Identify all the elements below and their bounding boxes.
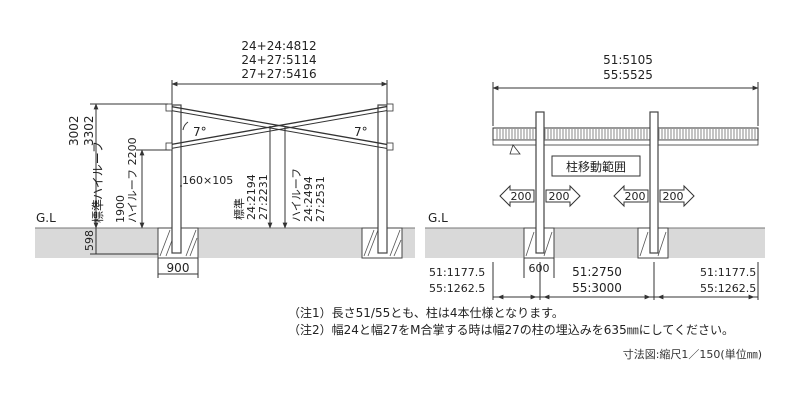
right-bottom-left-51: 51:1177.5 [429, 266, 485, 279]
notes-block: （注1）長さ51/55とも、柱は4本仕様となります。 （注2）幅24と幅27をM… [288, 305, 793, 339]
left-width-line-3: 27+27:5416 [241, 67, 316, 81]
post-height-std-label: 標準 [232, 198, 246, 220]
note-2: （注2）幅24と幅27をM合掌する時は幅27の柱の埋込みを635㎜にしてください… [288, 323, 734, 337]
range-arrow-2-label: 200 [549, 190, 570, 203]
left-embed-depth: 598 [83, 230, 96, 251]
left-post-section: 160×105 [182, 174, 233, 187]
right-roof-panel [492, 127, 759, 155]
left-view: 24+24:4812 24+27:5114 27+27:5416 3002 33… [35, 39, 415, 278]
scale-note: 寸法図:縮尺1／150(単位㎜) [622, 348, 762, 361]
left-post-right [377, 104, 388, 254]
left-foundation-width: 900 [167, 261, 190, 275]
post-height-high-24: 24:2494 [302, 176, 315, 222]
range-arrow-1-label: 200 [511, 190, 532, 203]
left-width-line-1: 24+24:4812 [241, 39, 316, 53]
left-height-3002: 3002 [67, 115, 81, 146]
range-arrow-4-label: 200 [663, 190, 684, 203]
left-gl-label: G.L [36, 211, 56, 225]
range-arrow-4: 200 [659, 184, 695, 208]
post-height-high-27: 27:2531 [314, 176, 327, 222]
right-post-right [649, 111, 659, 254]
left-width-line-2: 24+27:5114 [241, 53, 316, 67]
left-post-left [171, 104, 182, 254]
right-length-55: 55:5525 [603, 68, 653, 82]
post-range-label: 柱移動範囲 [566, 159, 626, 174]
left-angle-left: 7° [193, 125, 207, 139]
right-post-left [535, 111, 545, 254]
left-angle-right: 7° [354, 125, 368, 139]
right-bottom-left-55: 55:1262.5 [429, 282, 485, 295]
left-ground [35, 228, 415, 258]
note-1: （注1）長さ51/55とも、柱は4本仕様となります。 [288, 306, 564, 320]
left-clear-std-label: 標準 [90, 199, 105, 223]
right-bottom-right-55: 55:1262.5 [700, 282, 756, 295]
right-bottom-right-51: 51:1177.5 [700, 266, 756, 279]
right-length-51: 51:5105 [603, 53, 653, 67]
left-clear-1900: 1900 [114, 195, 127, 223]
post-range-box [551, 155, 641, 177]
left-clear-high-label: ハイルーフ [91, 141, 105, 200]
right-ground [425, 228, 765, 258]
right-foundation-width: 600 [529, 262, 550, 275]
right-gl-label: G.L [428, 211, 448, 225]
post-height-std-27: 27:2231 [257, 174, 270, 220]
left-clear-2200: ハイルーフ 2200 [126, 137, 139, 223]
post-height-high-label: ハイルーフ [290, 168, 303, 222]
range-arrow-3: 200 [613, 184, 649, 208]
post-height-std-24: 24:2194 [245, 174, 258, 220]
range-arrow-1: 200 [499, 184, 535, 208]
left-height-3302: 3302 [82, 115, 96, 146]
right-bottom-center-51: 51:2750 [572, 265, 622, 279]
range-arrow-2: 200 [545, 184, 581, 208]
left-roof-beams [165, 103, 394, 151]
range-arrow-3-label: 200 [625, 190, 646, 203]
right-bottom-center-55: 55:3000 [572, 281, 622, 295]
right-view: 51:5105 55:5525 柱移動範囲 200 200 200 200 G.… [425, 53, 765, 300]
